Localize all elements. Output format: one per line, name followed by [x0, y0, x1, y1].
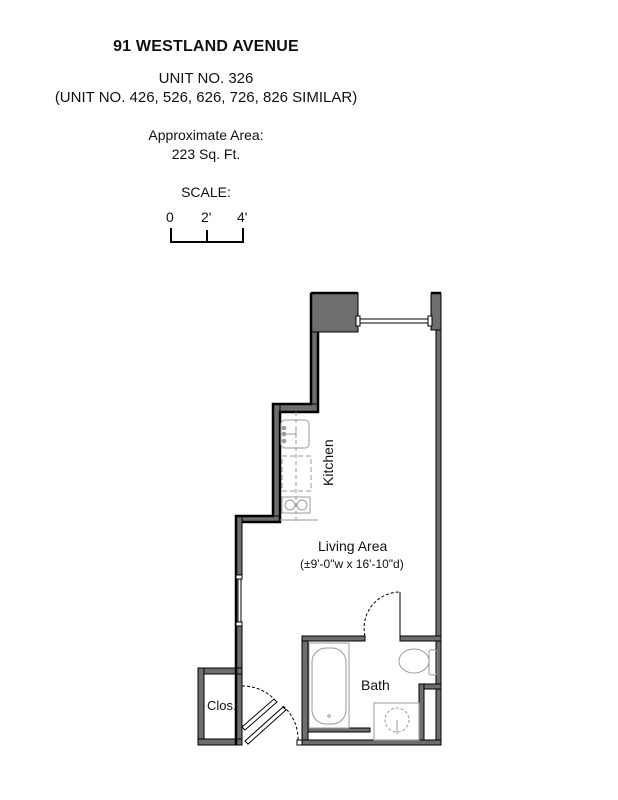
toilet-tank-icon	[428, 649, 438, 676]
tub-basin-icon	[311, 647, 347, 725]
bath-label: Bath	[361, 677, 390, 693]
building-title: 91 WESTLAND AVENUE	[113, 38, 299, 55]
area-label: Approximate Area:	[148, 127, 264, 143]
similar-units: (UNIT NO. 426, 526, 626, 726, 826 SIMILA…	[54, 89, 358, 106]
scale-tick-0: 0	[166, 209, 174, 225]
wall-outlines	[234, 291, 441, 745]
scale-label: SCALE:	[181, 184, 231, 200]
living-area-dimensions: (±9'-0"w x 16'-10"d)	[300, 557, 404, 571]
scale-tick-2: 2'	[201, 209, 212, 225]
window-left	[235, 574, 243, 627]
living-area-label: Living Area	[318, 538, 388, 554]
column-block-left	[310, 292, 359, 333]
right-wall	[435, 329, 442, 746]
vanity-icon	[373, 702, 420, 741]
scale-tick-4: 4'	[237, 209, 248, 225]
walls	[197, 292, 442, 746]
scale-bar	[170, 228, 244, 243]
area-value: 223 Sq. Ft.	[171, 146, 241, 162]
window-top	[355, 315, 433, 327]
kitchen-fixtures	[280, 412, 318, 522]
bath-door[interactable]	[363, 591, 401, 637]
sink-icon	[280, 419, 310, 449]
unit-number: UNIT NO. 326	[158, 70, 254, 87]
closet-label: Clos.	[207, 698, 237, 713]
closet-doors[interactable]	[241, 685, 303, 746]
kitchen-label: Kitchen	[320, 439, 336, 486]
toilet-icon	[398, 648, 430, 674]
sink-bowl-icon	[384, 707, 410, 733]
bath-fixtures	[308, 642, 438, 741]
